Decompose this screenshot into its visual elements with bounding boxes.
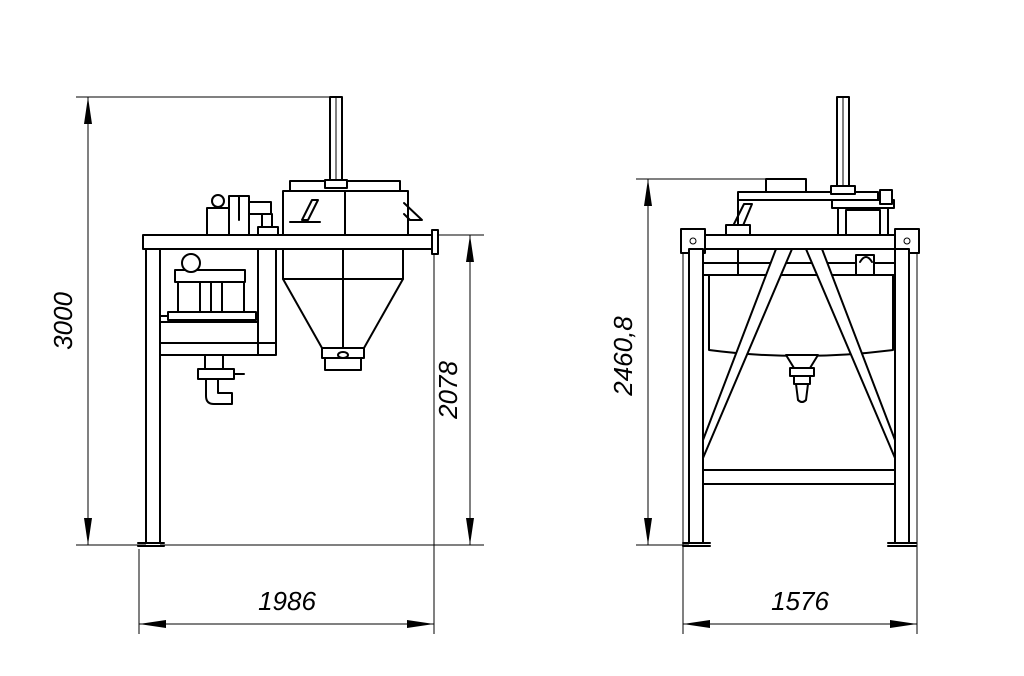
- side-leg-left: [688, 248, 704, 544]
- side-dimensions: 2460,8 1576: [608, 178, 918, 634]
- front-leg-left: [145, 248, 161, 544]
- front-dimensions: 3000 2078 1986: [48, 96, 484, 634]
- dim-front-table-height: 2078: [433, 361, 463, 420]
- side-table-top: [682, 234, 918, 250]
- dim-front-height: 3000: [48, 292, 78, 350]
- front-table-flange: [431, 229, 439, 255]
- side-lower-bar: [702, 469, 896, 485]
- side-view: [680, 96, 920, 547]
- dim-front-width: 1986: [258, 586, 316, 616]
- side-cross-braces: [702, 248, 896, 459]
- side-tank: [708, 274, 894, 357]
- front-view: [137, 96, 439, 547]
- dim-side-width: 1576: [771, 586, 829, 616]
- side-leg-right: [894, 248, 910, 544]
- front-motor-plate: [174, 269, 246, 283]
- front-table-top: [142, 234, 434, 250]
- dim-side-height: 2460,8: [608, 316, 638, 397]
